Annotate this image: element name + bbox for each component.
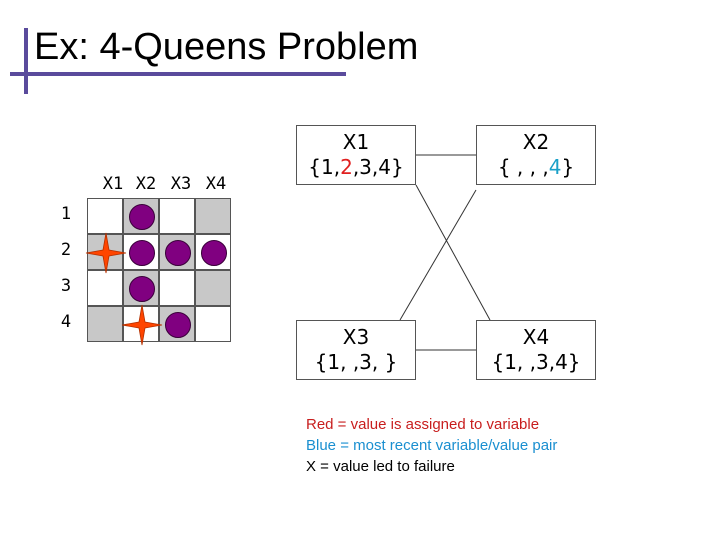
board-cell-r3-c3 bbox=[159, 270, 195, 306]
board-cell-r4-c4 bbox=[195, 306, 231, 342]
queen-piece bbox=[165, 312, 191, 338]
slide-title: Ex: 4-Queens Problem bbox=[34, 26, 419, 68]
board-cell-r3-c2 bbox=[123, 270, 159, 306]
legend-failure: X = value led to failure bbox=[306, 458, 455, 475]
column-label-x4: X4 bbox=[205, 174, 227, 194]
chess-board bbox=[85, 198, 231, 346]
queen-piece bbox=[129, 204, 155, 230]
board-cell-r2-c2 bbox=[123, 234, 159, 270]
node-x2-domain-close: } bbox=[561, 155, 575, 179]
board-cell-r4-c1 bbox=[87, 306, 123, 342]
board-cell-r1-c1 bbox=[87, 198, 123, 234]
queen-piece bbox=[201, 240, 227, 266]
row-label-2: 2 bbox=[60, 240, 72, 260]
board-cell-r1-c3 bbox=[159, 198, 195, 234]
board-cell-r2-c1 bbox=[85, 232, 127, 274]
board-cell-r2-c4 bbox=[195, 234, 231, 270]
node-x1: X1 {1,2,3,4} bbox=[296, 125, 416, 185]
legend-red: Red = value is assigned to variable bbox=[306, 416, 540, 433]
node-x1-domain-assigned: 2 bbox=[340, 155, 353, 179]
title-accent-horizontal bbox=[10, 72, 346, 76]
queen-piece bbox=[129, 276, 155, 302]
row-label-3: 3 bbox=[60, 276, 72, 296]
legend: Red = value is assigned to variable Blue… bbox=[306, 414, 557, 477]
node-x2-name: X2 bbox=[522, 130, 550, 154]
board-cell-r2-c3 bbox=[159, 234, 195, 270]
board-cell-r3-c4 bbox=[195, 270, 231, 306]
board-cell-r1-c4 bbox=[195, 198, 231, 234]
node-x3-domain: {1, ,3, } bbox=[314, 350, 398, 374]
node-x1-domain: {1,2,3,4} bbox=[297, 154, 415, 180]
node-x4: X4 {1, ,3,4} bbox=[476, 320, 596, 380]
board-cell-r3-c1 bbox=[87, 270, 123, 306]
node-x4-domain: {1, ,3,4} bbox=[491, 350, 581, 374]
node-x2-domain-text: { , , , bbox=[497, 155, 549, 179]
node-x2-domain: { , , ,4} bbox=[477, 154, 595, 180]
queen-piece bbox=[129, 240, 155, 266]
queen-piece bbox=[165, 240, 191, 266]
row-label-4: 4 bbox=[60, 312, 72, 332]
node-x1-name: X1 bbox=[342, 130, 370, 154]
title-accent-vertical bbox=[24, 28, 28, 94]
node-x3-name: X3 bbox=[342, 325, 370, 349]
board-cell-r1-c2 bbox=[123, 198, 159, 234]
column-label-x3: X3 bbox=[170, 174, 192, 194]
node-x1-domain-rest: ,3,4} bbox=[352, 155, 404, 179]
node-x4-name: X4 bbox=[522, 325, 550, 349]
node-x1-domain-failed: 1 bbox=[321, 155, 334, 179]
legend-blue: Blue = most recent variable/value pair bbox=[306, 437, 558, 454]
column-label-x1: X1 bbox=[102, 174, 124, 194]
node-x1-domain-sep: , bbox=[333, 155, 341, 179]
failure-star-icon bbox=[85, 232, 127, 274]
node-x3: X3 {1, ,3, } bbox=[296, 320, 416, 380]
node-x2-domain-recent: 4 bbox=[548, 155, 562, 179]
node-x1-domain-open: { bbox=[308, 155, 321, 179]
row-label-1: 1 bbox=[60, 204, 72, 224]
board-cell-r4-c3 bbox=[159, 306, 195, 342]
edge-x1-x4 bbox=[415, 184, 491, 321]
board-cell-r4-c2 bbox=[121, 304, 163, 346]
failure-star-icon bbox=[121, 304, 163, 346]
edge-x2-x3 bbox=[399, 189, 477, 321]
node-x2: X2 { , , ,4} bbox=[476, 125, 596, 185]
column-label-x2: X2 bbox=[135, 174, 157, 194]
